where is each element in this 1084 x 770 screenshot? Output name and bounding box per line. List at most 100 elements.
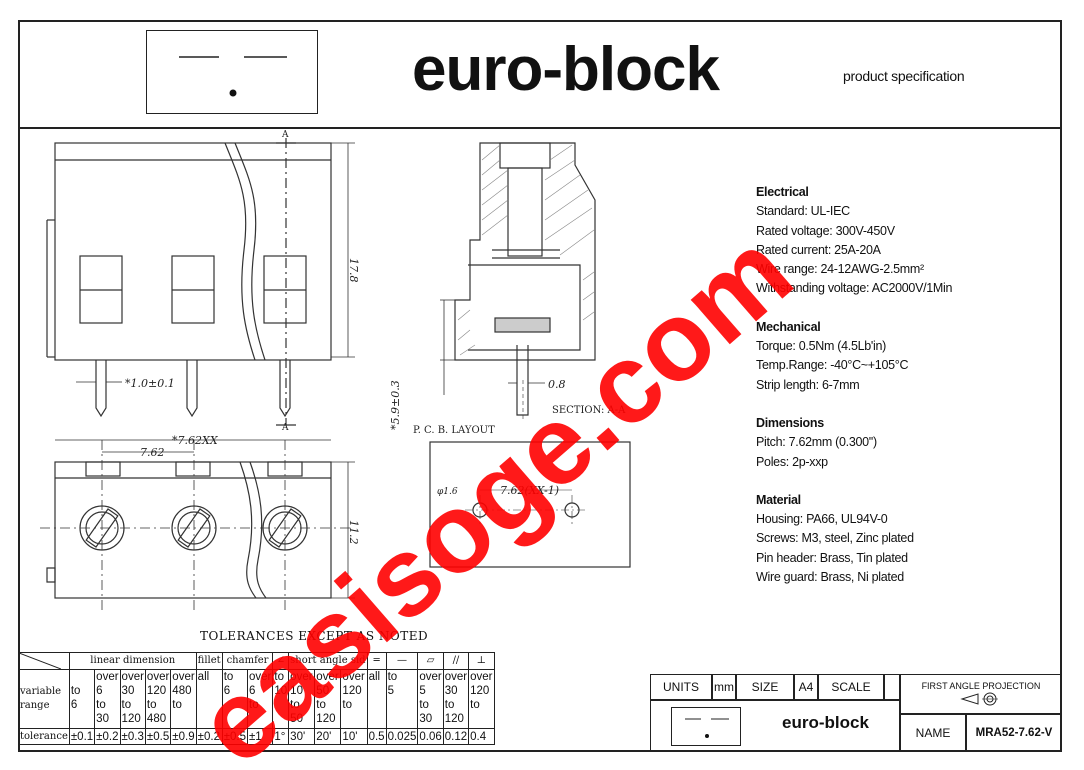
range-text: to <box>342 699 353 711</box>
range-text: 30 <box>121 685 135 697</box>
spec-line: Screws: M3, steel, Zinc plated <box>756 531 914 546</box>
height-dimension: 17.8 <box>347 258 360 283</box>
overall-width-dimension: *7.62XX <box>172 434 219 447</box>
spec-heading: Mechanical <box>756 319 821 334</box>
header-fillet: fillet <box>195 652 223 670</box>
range-cell: to 5 <box>385 669 419 729</box>
range-text: to <box>290 699 300 711</box>
tolerance-value: 0.12 <box>442 728 470 745</box>
range-text: 120 <box>146 685 167 697</box>
range-text: 10 <box>290 685 303 697</box>
spec-line: Housing: PA66, UL94V-0 <box>756 512 888 527</box>
scale-label: SCALE <box>818 674 884 700</box>
top-view-body <box>54 461 332 599</box>
header-chamfer: chamfer <box>221 652 274 670</box>
range-text: 30 <box>444 685 458 697</box>
range-text: over <box>444 671 468 683</box>
titleblock-brand: euro-block <box>782 713 869 732</box>
range-cell: to 6 <box>68 669 96 729</box>
section-label: SECTION: A-A <box>552 405 626 416</box>
front-view-body <box>54 142 332 361</box>
company-logo <box>146 30 318 114</box>
tolerance-value: 10' <box>340 728 368 745</box>
straightness-icon: — <box>385 652 419 670</box>
range-text: 6 <box>70 699 78 711</box>
section-mark-top: A <box>281 130 289 140</box>
range-text: all <box>197 671 210 683</box>
small-logo <box>671 707 741 746</box>
projection-label: FIRST ANGLE PROJECTION <box>921 681 1041 691</box>
range-cell: over 30 to 120 <box>119 669 146 729</box>
tolerance-title: TOLERANCES EXCEPT AS NOTED <box>200 629 429 643</box>
spec-line: Pin header: Brass, Tin plated <box>756 550 908 565</box>
spec-section-dimensions: Dimensions Pitch: 7.62mm (0.300'') Poles… <box>756 414 952 472</box>
spec-line: Rated voltage: 300V-450V <box>756 223 895 238</box>
range-text: 50 <box>290 713 303 725</box>
spec-line: Withstanding voltage: AC2000V/1Min <box>756 281 953 296</box>
range-text: 30 <box>419 713 433 725</box>
section-mark-bottom: A <box>281 423 289 433</box>
flatness-icon: ▱ <box>417 652 444 670</box>
units-label: UNITS <box>650 674 712 700</box>
parallelism-icon: // <box>442 652 470 670</box>
tolerance-value: ±0.2 <box>94 728 121 745</box>
tolerance-row: tolerance ±0.1±0.2±0.3±0.5±0.9±0.2±0.5±1… <box>18 728 495 745</box>
table-corner <box>18 652 70 670</box>
spec-line: Torque: 0.5Nm (4.5Lb'in) <box>756 339 886 354</box>
range-text: 5 <box>387 685 394 697</box>
title-block: UNITS mm SIZE A4 SCALE FIRST ANGLE PROJE… <box>650 674 1062 752</box>
range-text: 120 <box>121 713 141 725</box>
range-text: over <box>316 671 339 683</box>
spec-line: Poles: 2p-xxp <box>756 454 828 469</box>
tolerance-value: ±0.1 <box>68 728 96 745</box>
range-cell: over 120 to <box>468 669 495 729</box>
range-text: to <box>387 671 398 683</box>
spec-heading: Dimensions <box>756 415 824 430</box>
range-text: all <box>368 671 381 683</box>
units-value: mm <box>712 674 736 700</box>
tolerance-value: 0.5 <box>366 728 387 745</box>
range-text: 120 <box>470 685 490 697</box>
size-value: A4 <box>794 674 818 700</box>
tolerance-value: 0.06 <box>417 728 444 745</box>
spec-line: Pitch: 7.62mm (0.300'') <box>756 435 877 450</box>
angle-icon: ∠ <box>272 652 290 670</box>
range-text: to <box>121 699 132 711</box>
spec-section-mechanical: Mechanical Torque: 0.5Nm (4.5Lb'in) Temp… <box>756 318 952 395</box>
range-text: 10 <box>274 685 288 697</box>
range-text: over <box>96 671 119 683</box>
first-angle-projection-icon <box>960 692 998 706</box>
spec-section-material: Material Housing: PA66, UL94V-0 Screws: … <box>756 491 952 587</box>
specification-list: Electrical Standard: UL-IEC Rated voltag… <box>756 183 952 606</box>
range-text: over <box>470 671 493 683</box>
part-number: MRA52-7.62-V <box>966 714 1062 752</box>
range-text: to <box>70 685 81 697</box>
logo-mark <box>179 56 287 97</box>
parallel-symbol-icon: ═ <box>366 652 387 670</box>
range-text: to <box>470 699 480 711</box>
range-text: 6 <box>223 685 231 697</box>
perpendicularity-icon: ⊥ <box>468 652 495 670</box>
range-text: to <box>274 671 284 683</box>
range-text: over <box>121 671 144 683</box>
header-divider <box>18 127 1062 129</box>
range-text: over <box>342 671 365 683</box>
size-label: SIZE <box>736 674 794 700</box>
range-text: over <box>172 671 195 683</box>
range-text: over <box>290 671 313 683</box>
pcb-layout-title: P. C. B. LAYOUT <box>413 425 495 436</box>
pcb-hole-dimension: φ1.6 <box>437 487 458 497</box>
pcb-layout-box <box>429 441 631 568</box>
range-text: 6 <box>249 685 256 697</box>
tolerance-value: ±0.3 <box>119 728 146 745</box>
name-label: NAME <box>900 714 966 752</box>
range-text: to <box>96 699 106 711</box>
tolerance-value: ±1 <box>246 728 274 745</box>
range-text: 480 <box>172 685 192 697</box>
